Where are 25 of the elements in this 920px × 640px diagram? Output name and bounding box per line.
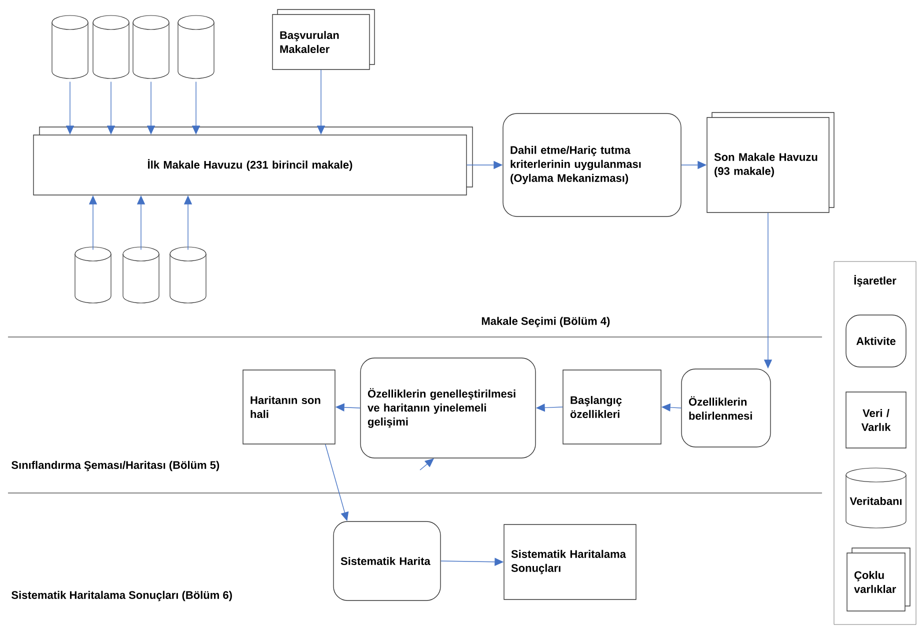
database-cylinder xyxy=(122,246,160,304)
activity-box: Özelliklerin genelleştirilmesi ve haritanın yinelemeli gelişimi xyxy=(360,358,536,458)
database-cylinder xyxy=(74,246,112,304)
activity-box: Dahil etme/Hariç tutma kriterlerinin uygulanması (Oylama Mekanizması) xyxy=(502,113,682,217)
database-cylinder xyxy=(52,15,88,79)
activity-box: Özelliklerin belirlenmesi xyxy=(681,368,771,448)
data-box: Haritanın son hali xyxy=(242,370,336,444)
database-cylinder xyxy=(92,15,130,79)
stacked-documents: Başvurulan Makaleler xyxy=(272,9,375,70)
stacked-documents: Son Makale Havuzu (93 makale) xyxy=(706,112,834,213)
stacked-documents: Çoklu varlıklar xyxy=(846,548,910,612)
activity-box: Sistematik Harita xyxy=(333,521,441,601)
stacked-documents: İlk Makale Havuzu (231 birincil makale) xyxy=(33,126,473,196)
section-label: Sınıflandırma Şeması/Haritası (Bölüm 5) xyxy=(12,460,220,472)
database-cylinder: Veritabanı xyxy=(846,468,906,528)
database-cylinder xyxy=(170,246,206,304)
data-box: Başlangıç özellikleri xyxy=(562,370,662,444)
activity-box: Aktivite xyxy=(846,314,906,368)
section-label: Makale Seçimi (Bölüm 4) xyxy=(482,316,610,328)
data-box: Sistematik Haritalama Sonuçları xyxy=(504,524,636,600)
database-cylinder xyxy=(178,15,214,79)
section-label: Sistematik Haritalama Sonuçları (Bölüm 6) xyxy=(12,590,232,602)
data-box: Veri / Varlık xyxy=(846,392,906,448)
database-cylinder xyxy=(132,15,170,79)
node-label: Veritabanı xyxy=(850,496,902,506)
